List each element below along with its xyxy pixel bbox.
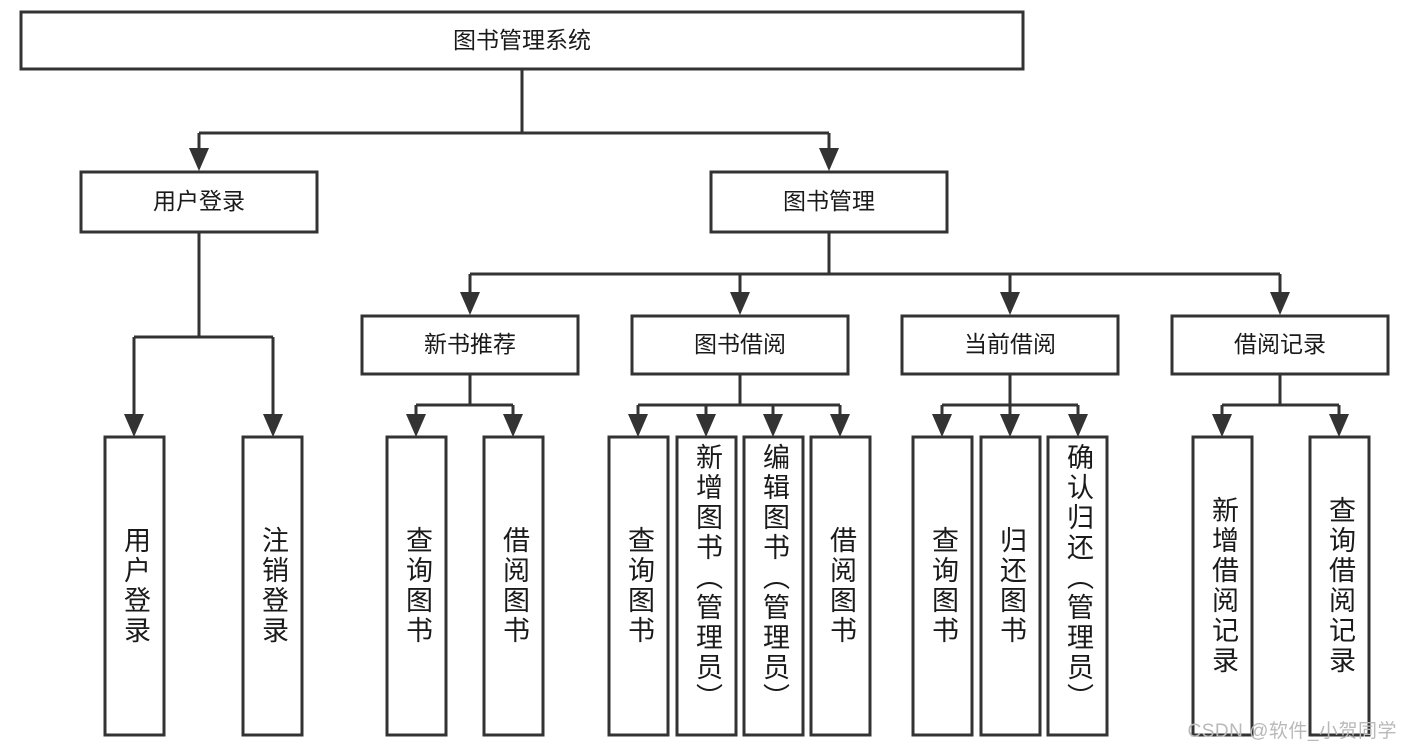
node-records[interactable]: [1170, 314, 1390, 376]
arrowhead-leaf-newbook-query: [406, 414, 426, 437]
node-login[interactable]: [79, 170, 319, 234]
arrowhead-bookmgmt: [819, 148, 839, 171]
node-root-label: 图书管理系统: [453, 27, 591, 53]
node-bookmgmt[interactable]: [709, 170, 949, 234]
arrowhead-leaf-borrow-edit: [763, 414, 783, 437]
arrowhead-leaf-borrow-borrow: [830, 414, 850, 437]
watermark-text: CSDN @软件_小贺同学: [1187, 721, 1397, 742]
arrowhead-leaf-current-query: [932, 414, 952, 437]
arrowhead-leaf-user-login: [124, 414, 144, 437]
arrowhead-borrow: [730, 292, 750, 315]
arrowhead-leaf-borrow-add: [696, 414, 716, 437]
arrowhead-leaf-newbook-borrow: [503, 414, 523, 437]
node-layer: 图书管理系统 用户登录 图书管理 新书推荐 图书借阅 当前借阅 借阅记录: [19, 10, 1390, 737]
node-leaf-user-logout[interactable]: [241, 435, 304, 737]
node-current[interactable]: [900, 314, 1120, 376]
node-records-label: 借阅记录: [1234, 331, 1326, 357]
arrowhead-leaf-records-add: [1212, 414, 1232, 437]
arrowhead-leaf-records-query: [1329, 414, 1349, 437]
node-leaf-current-confirm[interactable]: [1046, 435, 1109, 737]
arrowhead-records: [1270, 292, 1290, 315]
node-leaf-borrow-edit[interactable]: [742, 435, 805, 737]
node-leaf-user-login[interactable]: [103, 435, 166, 737]
node-leaf-newbook-borrow[interactable]: [482, 435, 545, 737]
node-login-label: 用户登录: [153, 188, 245, 214]
node-leaf-current-query[interactable]: [911, 435, 974, 737]
node-borrow-label: 图书借阅: [694, 331, 786, 357]
connector-layer: [124, 69, 1349, 437]
arrowhead-login: [189, 148, 209, 171]
node-leaf-borrow-borrow[interactable]: [809, 435, 872, 737]
node-newbook[interactable]: [360, 314, 580, 376]
node-leaf-current-return[interactable]: [979, 435, 1042, 737]
arrowhead-leaf-borrow-query: [628, 414, 648, 437]
arrowhead-leaf-current-return: [1000, 414, 1020, 437]
node-newbook-label: 新书推荐: [424, 331, 516, 357]
node-leaf-borrow-add[interactable]: [675, 435, 738, 737]
node-leaf-borrow-query[interactable]: [607, 435, 670, 737]
node-leaf-records-query[interactable]: [1308, 435, 1371, 737]
node-bookmgmt-label: 图书管理: [783, 188, 875, 214]
node-borrow[interactable]: [630, 314, 850, 376]
node-root[interactable]: [19, 10, 1025, 71]
arrowhead-leaf-current-confirm: [1068, 414, 1088, 437]
node-leaf-newbook-query[interactable]: [385, 435, 448, 737]
node-leaf-records-add[interactable]: [1191, 435, 1254, 737]
arrowhead-leaf-user-logout: [263, 414, 283, 437]
arrowhead-current: [1000, 292, 1020, 315]
arrowhead-newbook: [460, 292, 480, 315]
node-current-label: 当前借阅: [964, 331, 1056, 357]
